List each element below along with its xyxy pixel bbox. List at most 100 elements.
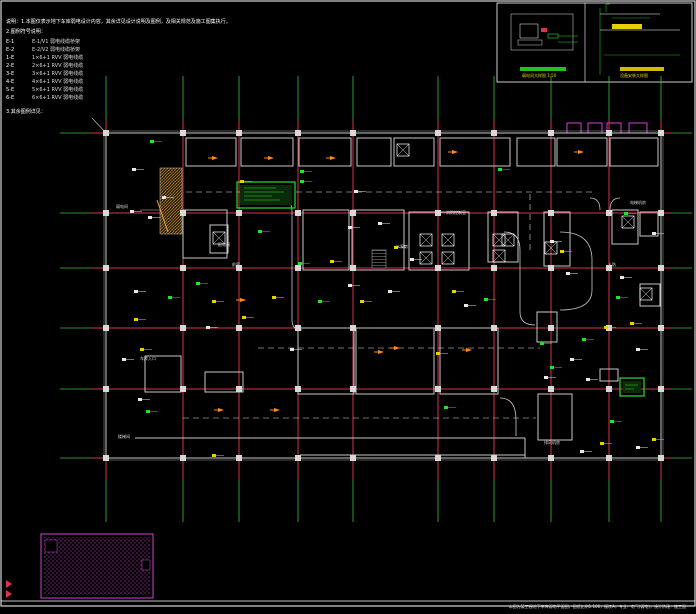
column (180, 130, 186, 136)
column (350, 455, 356, 461)
device-symbol (208, 156, 218, 160)
legend-desc: E-1/V1 弱电线缆桥架 (32, 39, 81, 45)
elevator-symbol (212, 231, 226, 245)
column (435, 386, 441, 392)
device-symbol (604, 326, 616, 329)
device-symbol (290, 348, 302, 351)
legend-code: E-1 (6, 39, 15, 45)
device-symbols (122, 140, 664, 457)
legend-code: E-2 (6, 47, 15, 53)
column (658, 455, 664, 461)
column (103, 325, 109, 331)
device-symbol (242, 316, 254, 319)
device-symbol (212, 454, 224, 457)
device-symbol (540, 342, 552, 345)
device-symbol (652, 438, 664, 441)
device-symbol (448, 150, 458, 154)
room-label: 车库入口 (140, 356, 156, 361)
column (606, 325, 612, 331)
legend-desc: 3×6+1 RVV 弱电线缆 (32, 71, 84, 77)
title-block-text: 本图为某工程地下车库弱电平面图，图纸比例1:100，版次A，专业：电气(弱电)，… (508, 604, 686, 609)
column (658, 265, 664, 271)
column (606, 130, 612, 136)
column (236, 325, 242, 331)
device-symbol (410, 258, 422, 261)
column (103, 130, 109, 136)
legend-item: E-1 E-1/V1 弱电线缆桥架 (6, 38, 83, 46)
column (658, 386, 664, 392)
column (606, 210, 612, 216)
legend-desc: 5×6+1 RVV 弱电线缆 (32, 87, 84, 93)
elevator-symbol (419, 233, 433, 247)
column (236, 265, 242, 271)
device-symbol (354, 190, 366, 193)
elevator-symbols (212, 143, 653, 301)
device-symbol (272, 296, 284, 299)
device-symbol (652, 232, 664, 235)
device-symbol (214, 408, 224, 412)
column (103, 455, 109, 461)
device-symbol (134, 318, 146, 321)
room-label: 配电间 (218, 242, 230, 247)
device-symbol (378, 222, 390, 225)
column (103, 386, 109, 392)
elevator-symbol (621, 215, 635, 229)
device-symbol (636, 446, 648, 449)
column (606, 455, 612, 461)
device-symbol (196, 282, 208, 285)
column (236, 210, 242, 216)
elevator-symbol (501, 233, 515, 247)
column (295, 210, 301, 216)
elevator-symbol (396, 143, 410, 157)
elevator-symbol (419, 251, 433, 265)
legend-desc: 4×6+1 RVV 弱电线缆 (32, 79, 84, 85)
column (435, 455, 441, 461)
device-symbol (146, 410, 158, 413)
column (180, 265, 186, 271)
legend-code: 2-E (6, 63, 15, 69)
device-symbol (236, 298, 246, 302)
column (491, 265, 497, 271)
detail-title-left: 弱电间大样图 1:50 (522, 73, 557, 78)
building-walls (103, 130, 664, 461)
legend-code: 6-E (6, 95, 15, 101)
device-symbol (148, 216, 160, 219)
legend-desc: E-2/V2 弱电线缆桥架 (32, 47, 81, 53)
device-symbol (444, 406, 456, 409)
elevator-symbol (492, 249, 506, 263)
device-symbol (464, 304, 476, 307)
room-label: 人防 (608, 262, 616, 267)
device-symbol (138, 398, 150, 401)
north-arrow-markers (6, 580, 12, 598)
device-symbol (586, 378, 598, 381)
device-symbol (452, 290, 464, 293)
device-symbol (624, 212, 636, 215)
column (658, 325, 664, 331)
general-note: 说明：1.本图仅表示地下车库弱电设计内容，其余详见设计说明及图例，及相关规范及施… (6, 18, 231, 25)
elevator-symbol (639, 287, 653, 301)
device-symbol (484, 298, 496, 301)
detail-frame (496, 2, 693, 83)
device-symbol (394, 246, 406, 249)
column (548, 265, 554, 271)
legend-desc: 6×6+1 RVV 弱电线缆 (32, 95, 84, 101)
column (658, 130, 664, 136)
column (435, 265, 441, 271)
device-symbol (582, 338, 594, 341)
device-symbol (630, 322, 642, 325)
device-symbol (620, 276, 632, 279)
column (236, 386, 242, 392)
legend-item: E-2 E-2/V2 弱电线缆桥架 (6, 46, 83, 54)
device-symbol (462, 348, 472, 352)
column (350, 386, 356, 392)
column (435, 325, 441, 331)
column (350, 130, 356, 136)
device-symbol (168, 296, 180, 299)
column (491, 210, 497, 216)
column (295, 265, 301, 271)
